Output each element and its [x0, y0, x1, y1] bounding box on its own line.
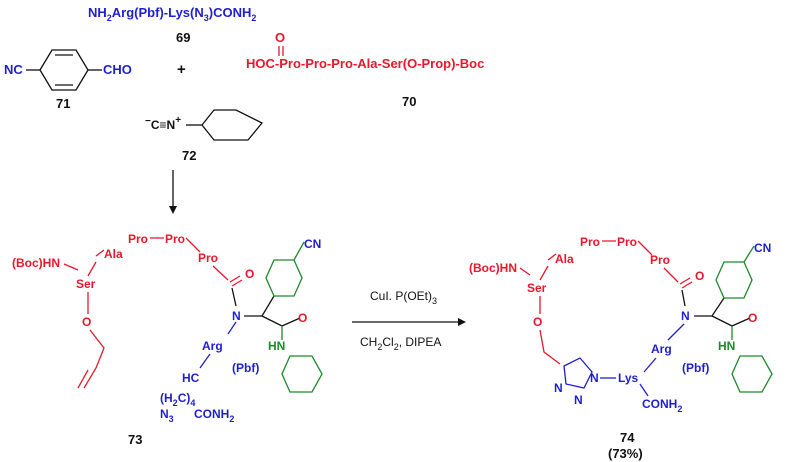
lys-conh2: CONH2: [194, 407, 234, 424]
residue-arg: Arg: [651, 342, 672, 356]
amide-hn: HN: [718, 339, 735, 353]
residue-ser: Ser: [527, 281, 547, 295]
reactant-72-isocyanide: −C≡N+: [145, 115, 181, 132]
ser-oxygen: O: [82, 315, 91, 329]
reactant-69: NH2Arg(Pbf)-Lys(N3)CONH2 69: [88, 5, 256, 45]
triazole-n3: N: [554, 381, 563, 395]
intermediate-73: (Boc)HN Ala Ser Pro Pro Pro O O N CN O H…: [12, 232, 323, 447]
amide-hn: HN: [268, 339, 285, 353]
cyclohexane-ring-72: [201, 109, 264, 141]
triazole-ring: [563, 357, 593, 389]
conditions-line-2: CH2Cl2, DIPEA: [360, 335, 441, 352]
reactant-70-chain: HOC-Pro-Pro-Pro-Ala-Ser(O-Prop)-Boc: [246, 56, 484, 71]
residue-pro-1: Pro: [128, 232, 148, 246]
plus-sign: +: [177, 61, 186, 78]
bond: [244, 295, 275, 317]
reactant-70-oxygen: O: [275, 30, 285, 45]
yield-label: (73%): [608, 446, 643, 461]
compound-label-71: 71: [56, 96, 70, 111]
peptide-bonds: [63, 237, 201, 277]
amide-oxygen: O: [748, 311, 757, 325]
product-74: (Boc)HN Ala Ser Pro Pro Pro O N N N Lys …: [469, 235, 773, 461]
bond: [293, 241, 305, 261]
reactant-71: NC CHO 71: [4, 49, 132, 111]
bond: [231, 287, 237, 307]
pbf-group: (Pbf): [682, 361, 709, 375]
cyano-group: CN: [304, 237, 321, 251]
bond: [77, 369, 89, 389]
residue-ala: Ala: [104, 247, 123, 261]
benzene-ring-74: [715, 261, 753, 299]
lys-conh2: CONH2: [642, 397, 682, 414]
cyclohexane-ring-74: [731, 355, 773, 393]
pbf-group: (Pbf): [232, 361, 259, 375]
residue-lys: Lys: [618, 371, 639, 385]
arrow-head: [169, 206, 177, 214]
azide-group: N3: [160, 407, 174, 424]
arrow-head: [458, 318, 466, 326]
reactant-71-cho: CHO: [103, 62, 132, 77]
compound-label-70: 70: [402, 94, 416, 109]
bond: [663, 267, 679, 283]
residue-pro-3: Pro: [650, 253, 670, 267]
ether-linker: [539, 329, 561, 365]
compound-label-74: 74: [620, 430, 635, 445]
residue-pro-2: Pro: [165, 232, 185, 246]
residue-ala: Ala: [555, 252, 574, 266]
ser-oxygen: O: [533, 315, 542, 329]
boc-hn: (Boc)HN: [469, 261, 517, 275]
lys-side-chain: (H2C)4: [160, 391, 195, 408]
bond: [681, 289, 686, 307]
carbonyl-double-bond: [229, 275, 243, 287]
bond: [667, 323, 685, 341]
triazole-n2: N: [574, 393, 583, 407]
benzene-ring-73: [265, 259, 303, 297]
reactant-71-nc: NC: [4, 62, 23, 77]
bond: [227, 321, 237, 335]
lys-alpha-ch: HC: [182, 371, 200, 385]
reactant-72: −C≡N+ 72: [145, 109, 264, 163]
bond: [643, 357, 657, 373]
amide-nitrogen: N: [232, 309, 241, 323]
residue-pro-3: Pro: [198, 251, 218, 265]
peptide-bonds: [519, 240, 653, 281]
amide-nitrogen: N: [681, 309, 690, 323]
conditions-line-1: CuI. P(OEt)3: [370, 289, 437, 306]
carbonyl-oxygen: O: [245, 267, 254, 281]
compound-label-72: 72: [182, 148, 196, 163]
bond: [711, 315, 751, 327]
compound-label-69: 69: [176, 30, 190, 45]
bond: [639, 383, 649, 397]
bond: [212, 265, 229, 281]
cyclohexane-ring-73: [281, 355, 323, 393]
reactant-69-formula: NH2Arg(Pbf)-Lys(N3)CONH2: [88, 5, 256, 23]
propargyl-chain: [83, 329, 105, 389]
reactant-70: O HOC-Pro-Pro-Pro-Ala-Ser(O-Prop)-Boc 70: [246, 30, 484, 109]
bond: [199, 353, 211, 369]
residue-pro-2: Pro: [617, 235, 637, 249]
bond: [261, 315, 301, 327]
boc-hn: (Boc)HN: [12, 256, 60, 270]
carbonyl-oxygen: O: [695, 269, 704, 283]
bond: [743, 245, 755, 263]
amide-oxygen: O: [298, 311, 307, 325]
benzene-ring-71: [39, 49, 89, 91]
triazole-n1: N: [590, 371, 599, 385]
residue-ser: Ser: [76, 277, 96, 291]
carbonyl-double-bond: [679, 277, 693, 289]
cyano-group: CN: [754, 241, 771, 255]
residue-arg: Arg: [202, 339, 223, 353]
residue-pro-1: Pro: [580, 235, 600, 249]
compound-label-73: 73: [128, 432, 142, 447]
bond: [694, 297, 725, 317]
reaction-conditions: CuI. P(OEt)3 CH2Cl2, DIPEA: [352, 289, 466, 352]
